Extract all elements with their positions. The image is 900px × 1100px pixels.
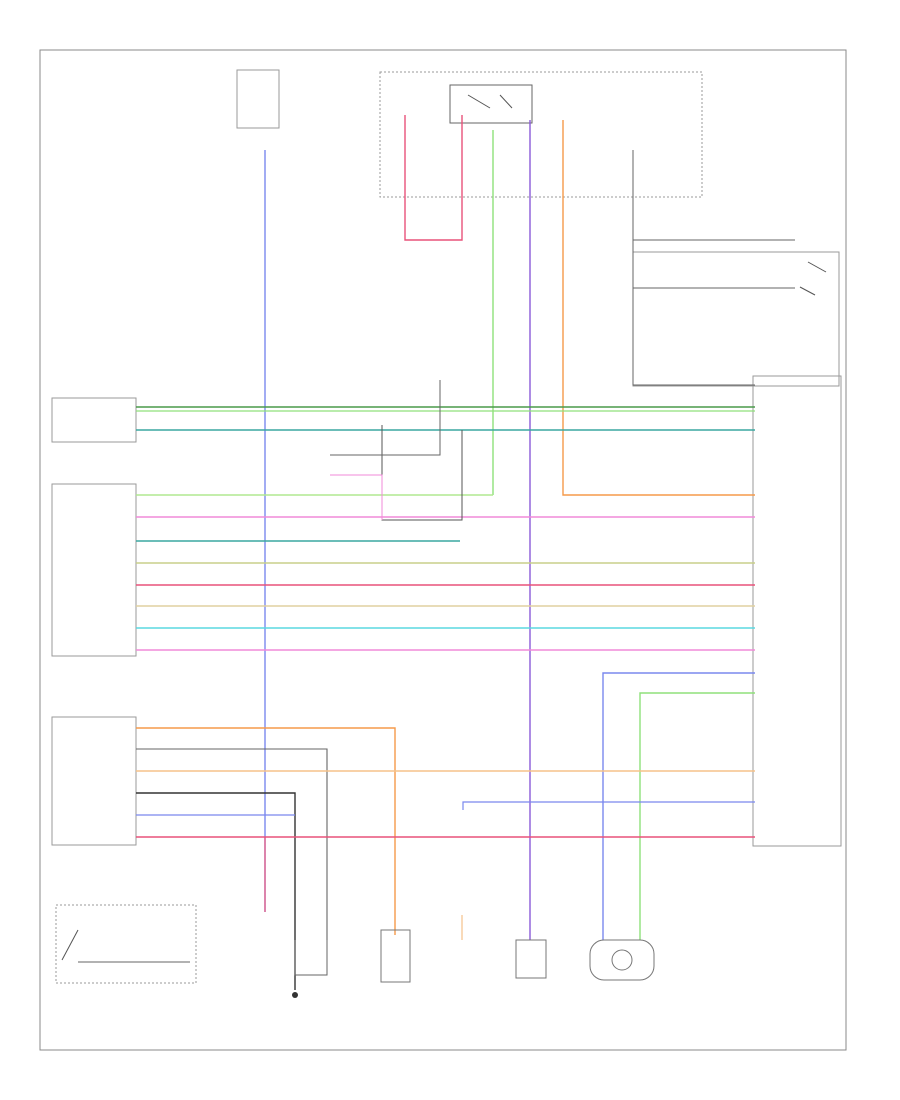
neutral-safety-switch bbox=[632, 251, 840, 387]
transmission-control-module bbox=[752, 375, 842, 847]
tcm-connector-2 bbox=[51, 716, 137, 846]
data-link-connector bbox=[51, 397, 137, 443]
shift-solenoid-1 bbox=[380, 929, 411, 983]
speed-sensor-1 bbox=[515, 939, 547, 979]
fuse-box-2 bbox=[379, 71, 703, 198]
brake-switch bbox=[55, 904, 197, 984]
output-speed-sensor bbox=[589, 939, 655, 981]
transmission-relay bbox=[449, 84, 533, 124]
tcm-connector-1 bbox=[51, 483, 137, 657]
outer-frame bbox=[39, 49, 847, 1051]
fuse-box-1 bbox=[236, 69, 280, 129]
